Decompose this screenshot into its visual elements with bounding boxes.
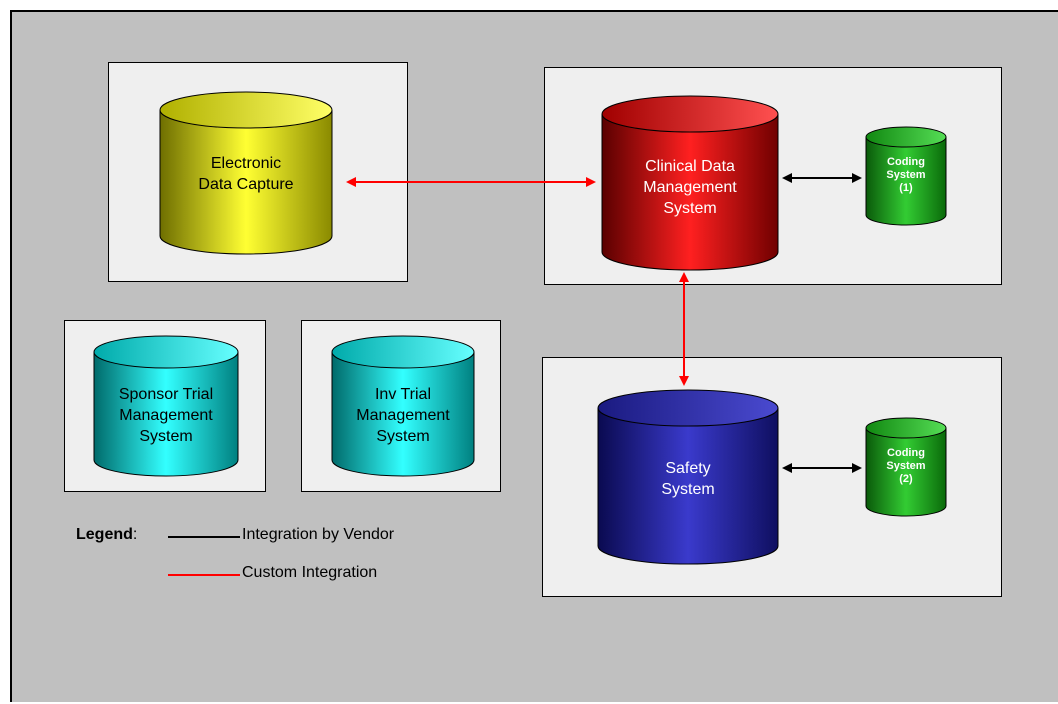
- coding1-label: Coding System (1): [886, 156, 926, 194]
- legend-vendor-line: [168, 536, 240, 538]
- cdms-database-icon[interactable]: Clinical Data Management System: [600, 94, 780, 272]
- legend-custom-label: Custom Integration: [242, 564, 378, 581]
- connections-layer: [346, 173, 862, 473]
- legend-title: Legend:: [76, 526, 138, 543]
- edc-label: Electronic Data Capture: [198, 155, 294, 193]
- safety-label: Safety System: [661, 460, 715, 498]
- legend-title-text: Legend: [76, 526, 133, 543]
- legend-vendor-label: Integration by Vendor: [242, 526, 395, 543]
- inv-ctms-label: Inv Trial Management System: [356, 386, 450, 445]
- sponsor-ctms-label: Sponsor Trial Management System: [118, 386, 214, 445]
- coding2-database-icon[interactable]: Coding System (2): [864, 417, 948, 517]
- diagram-canvas: Electronic Data Capture Clinical Data Ma…: [10, 10, 1058, 702]
- safety-database-icon[interactable]: Safety System: [596, 388, 780, 566]
- legend-custom-line: [168, 574, 240, 576]
- cdms-label: Clinical Data Management System: [643, 158, 737, 217]
- inv-ctms-database-icon[interactable]: Inv Trial Management System: [330, 334, 476, 478]
- edc-database-icon[interactable]: Electronic Data Capture: [158, 90, 334, 256]
- sponsor-ctms-database-icon[interactable]: Sponsor Trial Management System: [92, 334, 240, 478]
- coding1-database-icon[interactable]: Coding System (1): [864, 126, 948, 226]
- coding2-label: Coding System (2): [886, 447, 926, 485]
